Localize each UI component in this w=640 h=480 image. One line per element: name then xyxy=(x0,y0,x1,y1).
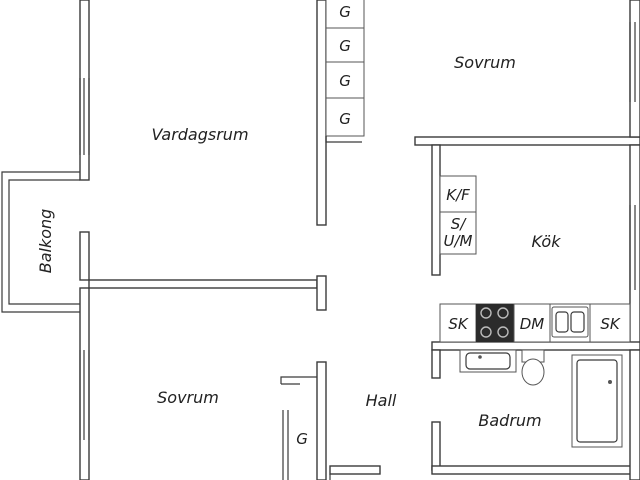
oven-label-1: S/ xyxy=(451,215,468,233)
label-balkong: Balkong xyxy=(36,209,55,274)
label-kok: Kök xyxy=(532,232,562,251)
sink xyxy=(551,306,589,338)
wardrobe-label-3: G xyxy=(339,72,351,90)
fridge-freezer xyxy=(439,175,477,213)
window-right-1 xyxy=(629,22,636,102)
oven-microwave xyxy=(439,211,477,255)
wall-hall-notch xyxy=(280,376,317,384)
cabinet-right xyxy=(589,303,631,343)
wall-hall-left xyxy=(316,361,327,480)
bathroom-fixtures xyxy=(459,349,623,448)
wall-kitchen-top xyxy=(414,136,640,146)
cabinet-left-label: SK xyxy=(448,315,469,333)
window-left-1 xyxy=(79,78,90,155)
wall-right-bath xyxy=(629,349,640,480)
wall-bottom-entry xyxy=(329,465,381,475)
wardrobe-label-4: G xyxy=(339,110,351,128)
wall-living-bedroom xyxy=(88,279,318,289)
bathtub-drain xyxy=(608,380,612,384)
wardrobe-1 xyxy=(325,0,365,29)
wardrobe-3 xyxy=(325,61,365,99)
wall-bath-left xyxy=(431,349,441,379)
wardrobe-2 xyxy=(325,27,365,63)
wardrobe-label-hall: G xyxy=(296,430,308,448)
wardrobe-hall: G xyxy=(282,410,308,480)
sink-basin-1 xyxy=(555,311,569,333)
room-labels: Vardagsrum Sovrum Sovrum Kök Hall Badrum… xyxy=(36,53,561,430)
washbasin-tap xyxy=(478,355,482,359)
stove-burner-4 xyxy=(497,326,509,338)
wardrobe-label-1: G xyxy=(339,3,351,21)
balcony-outline xyxy=(1,171,80,313)
label-hall: Hall xyxy=(366,391,397,410)
label-sovrum-top: Sovrum xyxy=(454,53,516,72)
bathtub xyxy=(571,354,623,448)
stove-burner-3 xyxy=(480,326,492,338)
kitchen-fixtures: K/F S/ U/M SK DM SK xyxy=(439,175,631,343)
dishwasher-label: DM xyxy=(520,315,545,333)
wall-bath-left-low xyxy=(431,421,441,471)
wardrobe-label-2: G xyxy=(339,37,351,55)
window-right-2 xyxy=(629,205,636,290)
wall-living-stub xyxy=(316,275,327,311)
wall-kitchen-left xyxy=(431,144,441,276)
washbasin xyxy=(459,349,517,373)
label-sovrum-bottom: Sovrum xyxy=(157,388,219,407)
sink-basin-2 xyxy=(570,311,585,333)
stove-burner-2 xyxy=(497,307,509,319)
wall-left-mid xyxy=(79,231,90,281)
cabinet-left xyxy=(439,303,477,343)
wardrobe-column-top: G G G G xyxy=(325,0,365,143)
wall-center-top xyxy=(316,0,327,226)
label-badrum: Badrum xyxy=(478,411,541,430)
wall-bath-bottom xyxy=(431,465,640,475)
wardrobe-4 xyxy=(325,97,365,137)
cabinet-right-label: SK xyxy=(600,315,621,333)
wall-kitchen-bath xyxy=(431,341,640,351)
oven-label-2: U/M xyxy=(444,232,473,250)
window-left-2 xyxy=(79,350,90,440)
stove-burner-1 xyxy=(480,307,492,319)
fridge-freezer-label: K/F xyxy=(446,186,470,204)
washbasin-bowl xyxy=(465,352,511,370)
toilet-bowl xyxy=(521,358,545,386)
label-vardagsrum: Vardagsrum xyxy=(151,125,248,144)
bathtub-inner xyxy=(576,359,618,443)
dishwasher xyxy=(513,303,551,343)
